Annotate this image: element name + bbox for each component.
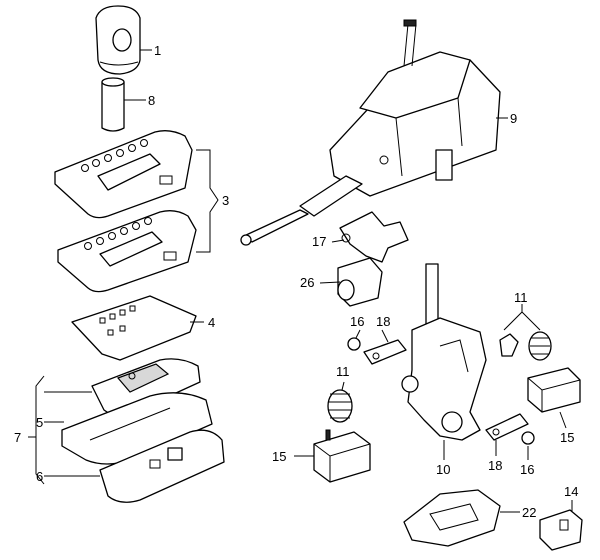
part-18-link-upper bbox=[363, 339, 407, 365]
callout-1: 1 bbox=[154, 43, 161, 58]
callout-3: 3 bbox=[222, 193, 229, 208]
part-17-bracket bbox=[339, 211, 409, 263]
part-14-clip bbox=[539, 509, 583, 551]
part-26-solenoid bbox=[337, 257, 383, 307]
callout-8: 8 bbox=[148, 93, 155, 108]
callout-26: 26 bbox=[300, 275, 314, 290]
part-15-block-left bbox=[313, 429, 371, 483]
part-9-gear-housing bbox=[329, 19, 501, 197]
callout-11-left: 11 bbox=[336, 364, 350, 379]
part-6-housing-lower bbox=[99, 429, 225, 503]
callout-7: 7 bbox=[14, 430, 21, 445]
callout-18-lower: 18 bbox=[488, 458, 502, 473]
part-11-roller-right bbox=[499, 331, 552, 361]
callout-9: 9 bbox=[510, 111, 517, 126]
callout-5: 5 bbox=[36, 415, 43, 430]
shift-cable bbox=[240, 175, 363, 246]
part-3-cover-plate-upper bbox=[54, 130, 193, 219]
callout-17: 17 bbox=[312, 234, 326, 249]
callout-16-lower: 16 bbox=[520, 462, 534, 477]
part-16-bolt-lower bbox=[521, 431, 535, 445]
part-8-sleeve bbox=[101, 77, 125, 132]
callout-22: 22 bbox=[522, 505, 536, 520]
callout-18-upper: 18 bbox=[376, 314, 390, 329]
part-11-roller-left bbox=[327, 389, 353, 423]
part-10-selector-lever bbox=[401, 263, 487, 441]
callout-14: 14 bbox=[564, 484, 578, 499]
callout-15-left: 15 bbox=[272, 449, 286, 464]
leader-lines bbox=[28, 49, 573, 513]
callout-15-right: 15 bbox=[560, 430, 574, 445]
callout-labels: 1 8 9 3 17 26 4 11 16 18 11 7 5 6 15 15 … bbox=[14, 43, 578, 520]
part-15-block-right bbox=[527, 367, 581, 413]
part-4-indicator-plate bbox=[71, 295, 197, 361]
callout-4: 4 bbox=[208, 315, 215, 330]
callout-16-upper: 16 bbox=[350, 314, 364, 329]
callout-6: 6 bbox=[36, 469, 43, 484]
part-22-base-plate bbox=[403, 489, 501, 547]
part-3-cover-plate-lower bbox=[57, 210, 197, 293]
part-18-link-lower bbox=[485, 413, 529, 441]
callout-10: 10 bbox=[436, 462, 450, 477]
part-1-shift-knob bbox=[95, 5, 141, 75]
part-16-bolt-upper bbox=[347, 337, 361, 351]
callout-11-top: 11 bbox=[514, 290, 528, 305]
